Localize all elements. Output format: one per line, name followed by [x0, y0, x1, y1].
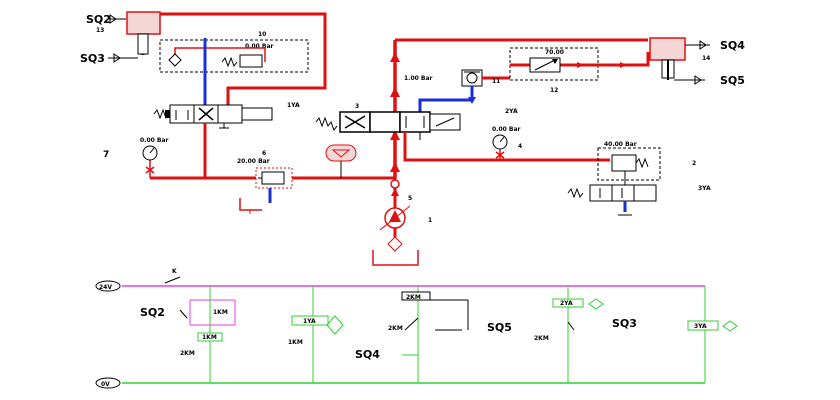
branch-3	[401, 286, 469, 383]
circuit-sq4-label: SQ4	[355, 348, 380, 361]
circuit-2ya-coil: 2YA	[560, 300, 573, 307]
throttle-12-value: 70.00	[545, 49, 564, 56]
gauge-7	[142, 145, 158, 174]
junction-5-label: 5	[408, 195, 412, 202]
circuit-1km-contact: 1KM	[213, 309, 228, 316]
sensor-sq3-label: SQ3	[80, 52, 105, 65]
cylinder-13	[126, 11, 161, 55]
circuit-2km-switch: 2KM	[388, 325, 403, 332]
return-line-center	[418, 86, 474, 115]
gauge-4-label: 4	[518, 143, 522, 150]
circuit-sq3-label: SQ3	[612, 317, 637, 330]
relief-2-box	[597, 147, 661, 181]
cylinder-14	[649, 37, 686, 80]
gauge-4	[492, 134, 508, 160]
directional-valve-left	[153, 104, 273, 129]
branch-4	[552, 286, 604, 383]
valve-10-gauge: 0.00 Bar	[245, 43, 274, 50]
flow-arrows-main	[390, 52, 400, 172]
circuit-2km-relay: 2KM	[406, 294, 421, 301]
relief-6-reading: 20.00 Bar	[237, 158, 270, 165]
rail-0v-label: 0V	[101, 381, 110, 388]
rail-24v-terminal	[95, 280, 121, 292]
throttle-12	[510, 52, 650, 73]
pressure-line-top-left	[160, 12, 327, 105]
valve-10-box	[159, 39, 309, 73]
pump-1	[372, 205, 419, 266]
circuit-3ya-coil: 3YA	[694, 323, 707, 330]
cylinder-13-label: 13	[96, 27, 104, 34]
sensor-sq2-label: SQ2	[86, 13, 111, 26]
circuit-1km-contact-b2: 1KM	[288, 339, 303, 346]
valve-10-label: 10	[258, 31, 266, 38]
accumulator	[325, 144, 357, 178]
circuit-sq5-label: SQ5	[487, 321, 512, 334]
rail-0v-terminal	[95, 377, 121, 389]
branch-5	[687, 286, 738, 383]
circuit-2km-contact-b4: 2KM	[534, 335, 549, 342]
sensor-sq4-label: SQ4	[720, 39, 745, 52]
valve-3-label: 3	[355, 103, 359, 110]
sensor-sq5-icon	[674, 75, 705, 85]
solenoid-1ya-label: 1YA	[287, 102, 300, 109]
relief-2-label: 2	[692, 160, 696, 167]
main-switch-k[interactable]	[164, 276, 181, 284]
relief-valve-2	[567, 154, 657, 216]
valve-10-internals	[168, 47, 266, 68]
junction-5	[390, 179, 400, 196]
circuit-2km-b1: 2KM	[180, 350, 195, 357]
check-valve-11	[461, 69, 483, 87]
throttle-12-label: 12	[550, 87, 558, 94]
sq2-switch[interactable]	[179, 309, 188, 319]
directional-valve-3	[315, 111, 461, 133]
branch-1	[189, 286, 236, 383]
gauge-4-reading: 0.00 Bar	[492, 126, 521, 133]
main-switch-label: K	[172, 268, 177, 275]
rail-24v-label: 24V	[99, 284, 112, 291]
gauge-7-label: 7	[103, 150, 109, 160]
circuit-1ya-coil: 1YA	[303, 318, 316, 325]
pump-1-label: 1	[428, 217, 432, 224]
sensor-sq3-icon	[108, 53, 138, 63]
sensor-sq5-label: SQ5	[720, 74, 745, 87]
sensor-sq2-icon	[108, 14, 126, 24]
relief-6-label: 6	[262, 150, 266, 157]
solenoid-2ya-label: 2YA	[505, 108, 518, 115]
sensor-sq4-icon	[685, 40, 710, 50]
relief-2-reading: 40.00 Bar	[604, 141, 637, 148]
pressure-line-right	[403, 132, 610, 162]
solenoid-3ya-label: 3YA	[698, 185, 711, 192]
check-valve-label: 11	[492, 78, 500, 85]
relief-valve-6	[239, 167, 293, 214]
cylinder-14-label: 14	[702, 55, 710, 62]
circuit-sq2-label: SQ2	[140, 306, 165, 319]
circuit-1km-coil: 1KM	[202, 334, 217, 341]
check-valve-gauge: 1.00 Bar	[404, 75, 433, 82]
gauge-7-reading: 0.00 Bar	[140, 137, 169, 144]
branch-2	[291, 286, 344, 383]
